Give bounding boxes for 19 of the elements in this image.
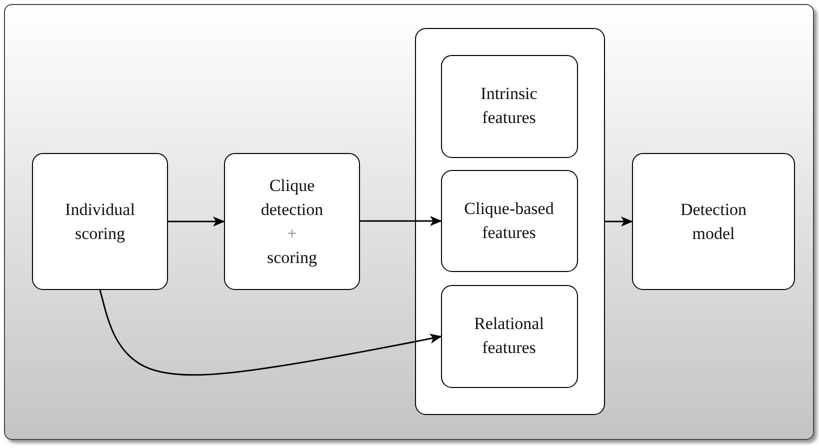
node-label: Relational features [473,313,545,359]
arrow [360,216,442,226]
node-label: + [287,222,297,244]
node-label: scoring [266,246,318,269]
node-label: Clique detection [260,174,324,220]
node-label: Intrinsic features [480,83,538,129]
process-box [224,153,360,290]
node-label: Clique-based features [463,198,555,244]
node-label: Individual scoring [64,198,136,245]
process-box [440,284,578,388]
group-box [415,28,605,415]
process-box [440,170,578,272]
arrow [99,290,442,376]
arrow [605,216,633,226]
node-label: Detection model [679,198,748,244]
process-box [632,153,795,290]
arrow [168,216,225,226]
process-box [32,153,168,290]
process-box [440,54,578,158]
